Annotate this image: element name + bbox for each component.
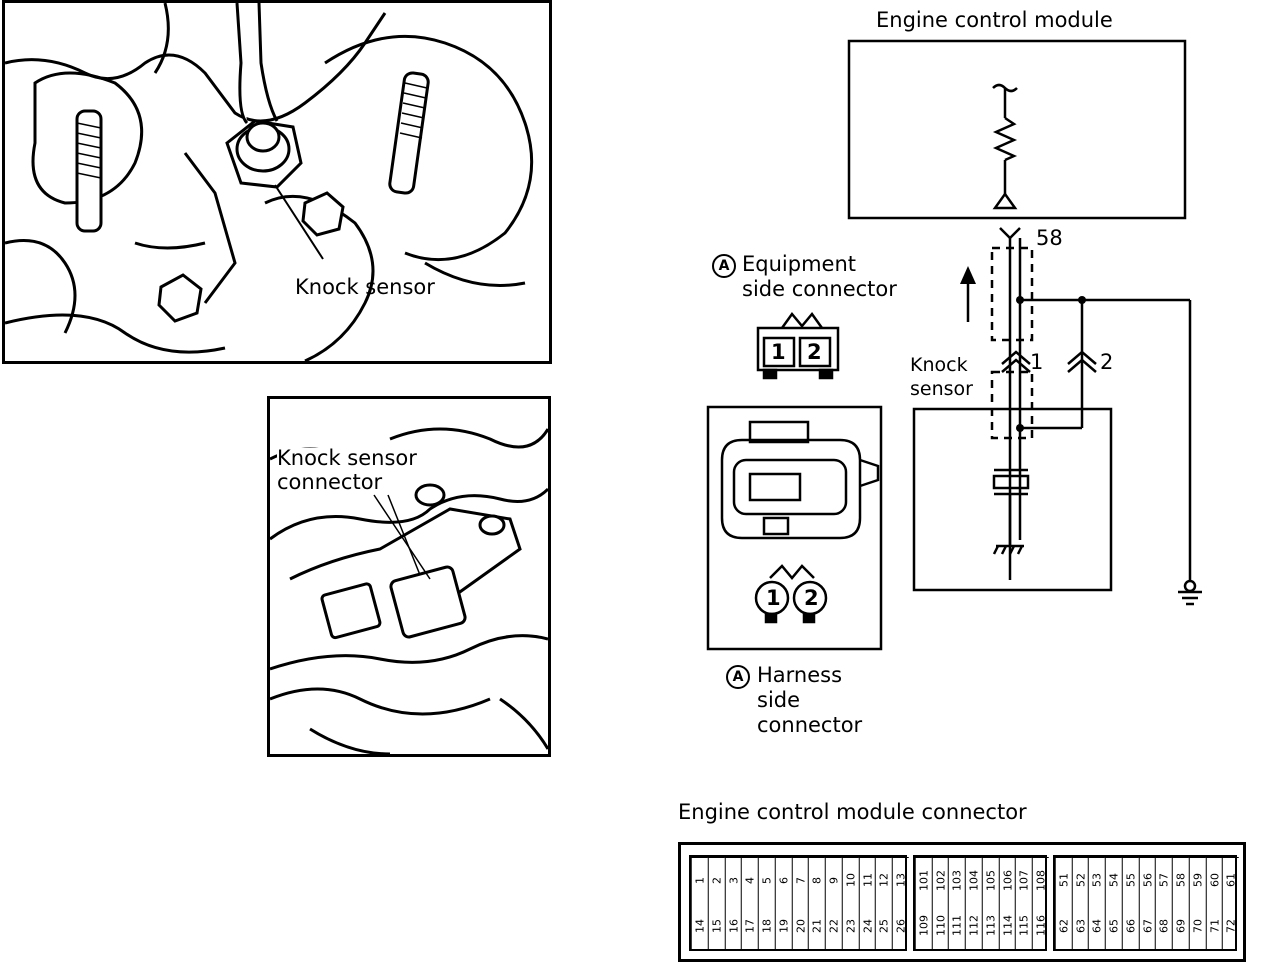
ecm-pin: 21 xyxy=(808,903,825,949)
ecm-pin: 115 xyxy=(1015,903,1032,949)
wire-2-label: 2 xyxy=(1100,350,1114,374)
ecm-pin: 67 xyxy=(1138,903,1156,949)
knock-sensor-label: Knock sensor xyxy=(295,275,435,299)
harness-side-connector-label-line3: connector xyxy=(757,713,863,737)
ecm-pin: 70 xyxy=(1188,903,1206,949)
ecm-pin: 56 xyxy=(1138,857,1156,903)
ecm-box xyxy=(847,39,1187,220)
ecm-pin: 12 xyxy=(875,857,892,903)
knock-sensor-schematic-label-line2: sensor xyxy=(910,378,973,400)
ecm-pin: 4 xyxy=(741,857,758,903)
ecm-pin: 7 xyxy=(791,857,809,903)
knock-sensor-connector-label-line2: connector xyxy=(277,470,383,494)
ecm-pin: 101 xyxy=(914,857,932,903)
ecm-pin: 65 xyxy=(1105,903,1122,949)
terminal-58-label: 58 xyxy=(1036,226,1063,250)
ecm-pin: 106 xyxy=(998,857,1016,903)
ecm-pin: 58 xyxy=(1172,857,1189,903)
ecm-pin: 14 xyxy=(691,903,708,949)
ecm-pin: 68 xyxy=(1155,903,1172,949)
ecm-pin: 13 xyxy=(892,857,909,903)
harness-marker-icon: A xyxy=(726,665,750,689)
engine-block-drawing xyxy=(5,3,534,361)
ecm-pin: 57 xyxy=(1155,857,1172,903)
ecm-pin: 107 xyxy=(1015,857,1032,903)
ecm-pin: 62 xyxy=(1054,903,1072,949)
wire-1-label: 1 xyxy=(1030,350,1044,374)
harness-side-connector-label-line2: side xyxy=(757,688,801,712)
ecm-connector-title: Engine control module connector xyxy=(678,800,1027,824)
ecm-pin: 19 xyxy=(774,903,792,949)
ecm-pin: 2 xyxy=(707,857,725,903)
ecm-pin: 112 xyxy=(965,903,982,949)
ecm-pin: 72 xyxy=(1222,903,1239,949)
ecm-pin: 9 xyxy=(825,857,842,903)
ecm-pin: 23 xyxy=(841,903,859,949)
ecm-pin: 8 xyxy=(808,857,825,903)
ecm-pin: 17 xyxy=(741,903,758,949)
harness-pin-2: 2 xyxy=(804,586,819,610)
ecm-pin: 55 xyxy=(1121,857,1139,903)
ecm-title: Engine control module xyxy=(876,8,1113,32)
ecm-pin: 113 xyxy=(981,903,999,949)
ecm-pin: 16 xyxy=(724,903,742,949)
ecm-pin: 51 xyxy=(1054,857,1072,903)
ecm-pin: 109 xyxy=(914,903,932,949)
knock-sensor-location-illustration: Knock sensor xyxy=(2,0,552,364)
equipment-side-connector-label-line2: side connector xyxy=(742,277,897,301)
ecm-pin: 103 xyxy=(948,857,965,903)
ecm-pin: 11 xyxy=(858,857,876,903)
knock-sensor-connector-label-line1: Knock sensor xyxy=(277,446,417,470)
knock-sensor-schematic-label-line1: Knock xyxy=(910,354,968,376)
equipment-marker-icon: A xyxy=(712,254,736,278)
connector-drawing xyxy=(270,427,548,754)
ecm-pin: 60 xyxy=(1205,857,1223,903)
ecm-pin: 54 xyxy=(1105,857,1122,903)
ecm-pin: 116 xyxy=(1032,903,1049,949)
ecm-pin: 102 xyxy=(931,857,949,903)
ecm-pin: 114 xyxy=(998,903,1016,949)
ecm-pin: 104 xyxy=(965,857,982,903)
ecm-pin: 24 xyxy=(858,903,876,949)
ecm-pin: 1 xyxy=(691,857,708,903)
ecm-pin: 22 xyxy=(825,903,842,949)
ecm-pin: 5 xyxy=(758,857,775,903)
harness-side-connector-label-line1: Harness xyxy=(757,663,843,687)
ecm-pin: 6 xyxy=(774,857,792,903)
ecm-pin: 10 xyxy=(841,857,859,903)
ecm-pin: 3 xyxy=(724,857,742,903)
ecm-pin: 66 xyxy=(1121,903,1139,949)
ecm-pin: 26 xyxy=(892,903,909,949)
ecm-pin: 63 xyxy=(1071,903,1089,949)
ecm-pin: 52 xyxy=(1071,857,1089,903)
ecm-pin: 15 xyxy=(707,903,725,949)
ecm-pin: 110 xyxy=(931,903,949,949)
equipment-pin-1: 1 xyxy=(771,340,786,364)
ecm-pin: 59 xyxy=(1188,857,1206,903)
harness-pin-1: 1 xyxy=(766,586,781,610)
ecm-pin: 71 xyxy=(1205,903,1223,949)
ecm-pin: 20 xyxy=(791,903,809,949)
ecm-pin: 111 xyxy=(948,903,965,949)
ecm-pin: 18 xyxy=(758,903,775,949)
ecm-pin: 105 xyxy=(981,857,999,903)
ecm-pin: 61 xyxy=(1222,857,1239,903)
knock-sensor-connector-illustration: Knock sensor connector xyxy=(267,396,551,757)
ecm-pin: 53 xyxy=(1088,857,1105,903)
knock-sensor-box xyxy=(912,407,1113,592)
ecm-pin: 25 xyxy=(875,903,892,949)
ecm-pin: 64 xyxy=(1088,903,1105,949)
equipment-pin-2: 2 xyxy=(807,340,822,364)
equipment-side-connector-label-line1: Equipment xyxy=(742,252,856,276)
ecm-pin: 108 xyxy=(1032,857,1049,903)
ecm-pin: 69 xyxy=(1172,903,1189,949)
